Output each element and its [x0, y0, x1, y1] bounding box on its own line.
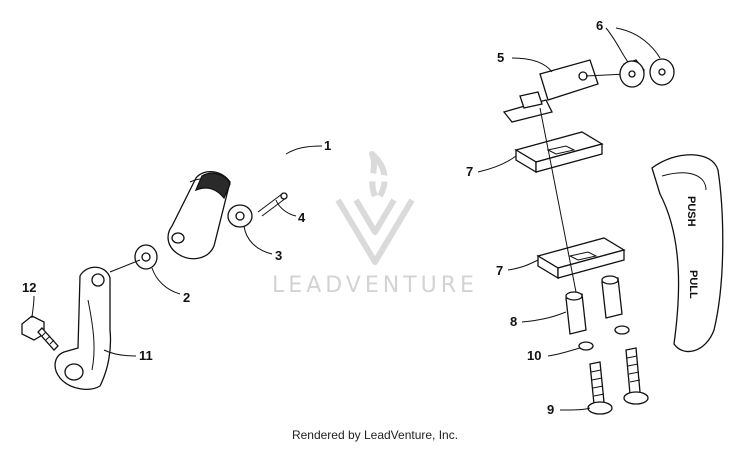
washers-10	[578, 325, 630, 351]
shift-rod	[209, 151, 661, 210]
callout-7-upper: 7	[466, 164, 473, 179]
bracket-5	[502, 59, 627, 123]
callout-8: 8	[510, 314, 517, 329]
handle-text-top: PUSH	[685, 196, 697, 227]
guide-block-7-upper	[514, 131, 604, 174]
footer-credit: Rendered by LeadVenture, Inc.	[291, 428, 459, 442]
watermark-logo-icon	[335, 151, 415, 265]
shift-handle: PUSH PULL	[651, 154, 724, 353]
callout-10: 10	[527, 348, 541, 363]
callout-4: 4	[298, 210, 306, 225]
lever-11	[54, 266, 112, 390]
screws-9	[587, 347, 649, 415]
callout-9: 9	[547, 402, 554, 417]
callout-3: 3	[275, 248, 282, 263]
callouts: 1 2 3 4 5 6 7 7 8 9 10 11 12	[22, 18, 603, 417]
callout-12: 12	[22, 280, 36, 295]
spacers-8	[565, 275, 623, 335]
callout-6: 6	[596, 18, 603, 33]
washer-2	[109, 244, 158, 273]
callout-1: 1	[324, 138, 331, 153]
leader-lines	[31, 27, 661, 411]
cotter-pin-4	[257, 192, 288, 217]
washer-3	[227, 204, 253, 228]
hardware-6	[619, 58, 675, 88]
watermark: LEADVENTURE	[272, 151, 478, 298]
handle-text-bottom: PULL	[687, 270, 699, 299]
callout-2: 2	[183, 290, 190, 305]
callout-11: 11	[139, 348, 153, 363]
watermark-text: LEADVENTURE	[272, 273, 478, 298]
shift-arm	[167, 171, 231, 260]
bolt-12	[21, 315, 59, 351]
callout-5: 5	[497, 50, 504, 65]
callout-7-lower: 7	[496, 263, 503, 278]
guide-block-7-lower	[536, 237, 626, 280]
